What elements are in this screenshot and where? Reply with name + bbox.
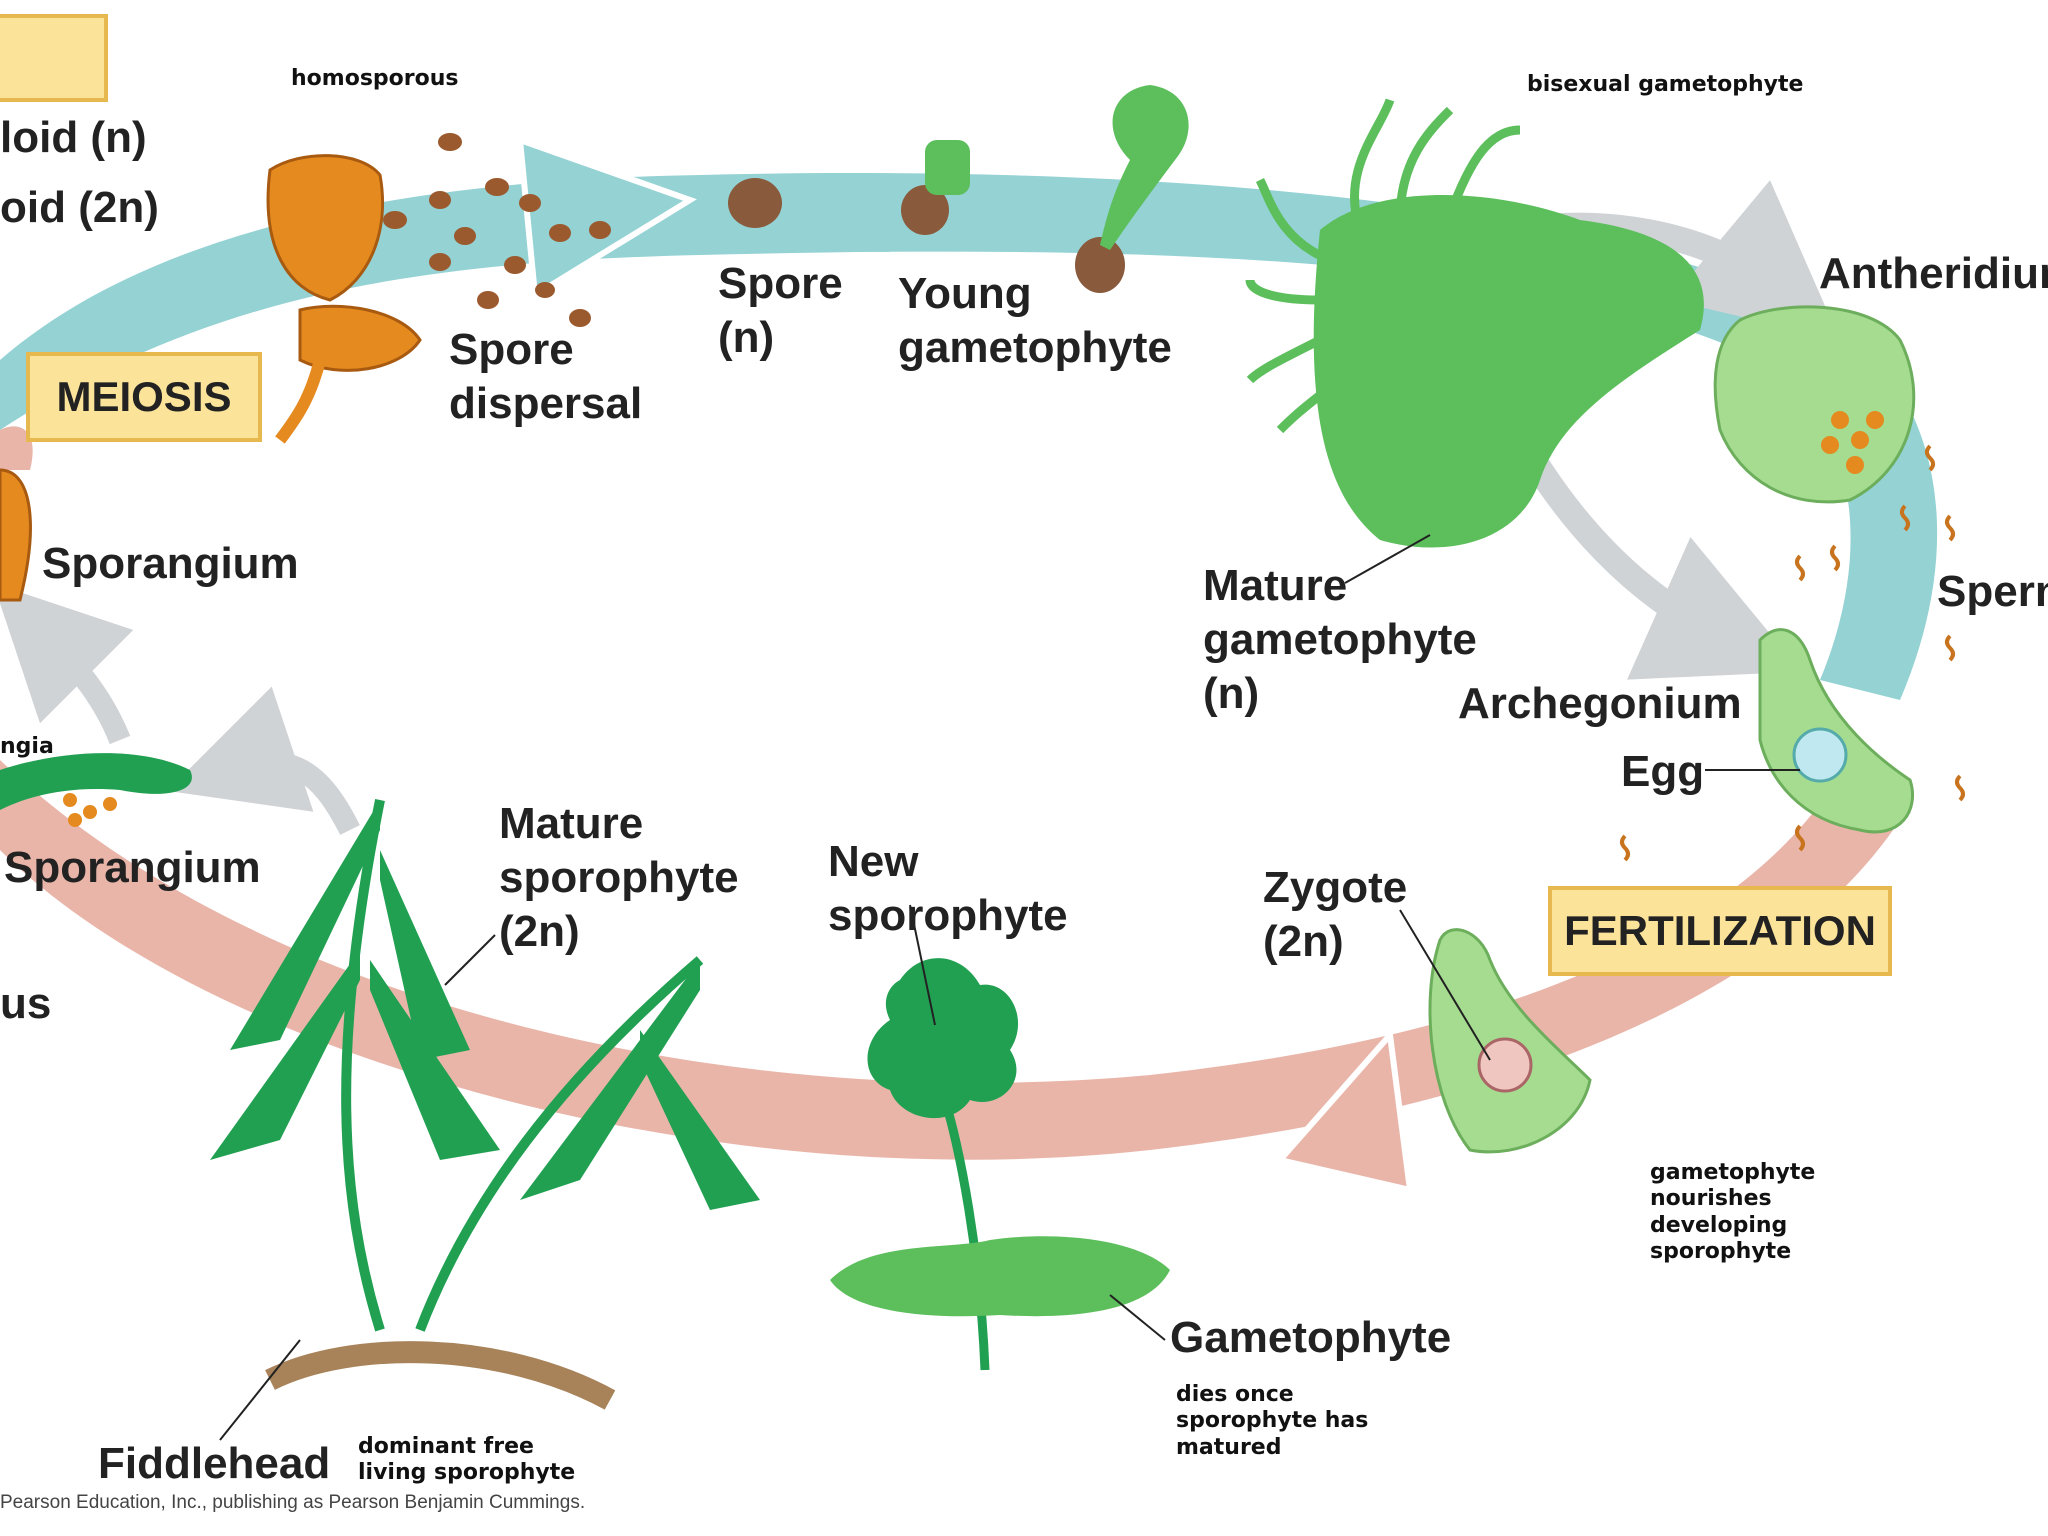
legend-haploid: loid (n)	[0, 112, 147, 165]
new-sporophyte-label-line2: sporophyte	[828, 890, 1068, 943]
bisexual-gametophyte-label: bisexual gametophyte	[1527, 72, 1803, 98]
mature-sporophyte-label-line1: Mature	[499, 798, 643, 851]
fertilization-box: FERTILIZATION	[1548, 886, 1892, 976]
fiddlehead-label: Fiddlehead	[98, 1438, 330, 1491]
sporangium-label-lower: Sporangium	[4, 842, 261, 895]
gametophyte-label: Gametophyte	[1170, 1312, 1451, 1365]
mature-sporophyte-label-line3: (2n)	[499, 906, 580, 959]
spore-dispersal-label-line1: Spore	[449, 324, 574, 377]
young-gametophyte-label-line2: gametophyte	[898, 322, 1172, 375]
zygote-label-line1: Zygote	[1263, 862, 1407, 915]
antheridium-illustration	[1715, 307, 1914, 502]
spore-dispersal-label-line2: dispersal	[449, 378, 642, 431]
meiosis-box: MEIOSIS	[26, 352, 262, 442]
legend-key-box	[0, 14, 108, 102]
antheridium-label: Antheridium	[1819, 248, 2048, 301]
arrow-frond-to-sorus	[230, 763, 350, 831]
new-sporophyte-illustration	[830, 958, 1170, 1370]
legend-diploid: oid (2n)	[0, 182, 159, 235]
haploid-arrowhead	[520, 140, 690, 295]
mature-gametophyte-label-line2: gametophyte	[1203, 614, 1477, 667]
young-gametophyte-label-line1: Young	[898, 268, 1032, 321]
sporangium-label-top: Sporangium	[42, 538, 299, 591]
spore-label-line2: (n)	[718, 312, 774, 365]
archegonium-label: Archegonium	[1458, 678, 1742, 731]
mature-gametophyte-illustration	[1250, 100, 1704, 548]
publisher-credit: Pearson Education, Inc., publishing as P…	[0, 1492, 585, 1514]
dominant-note: dominant free living sporophyte	[358, 1434, 588, 1487]
arrow-sorus-to-sporangium	[40, 630, 120, 740]
sperm-label: Sperm	[1937, 566, 2048, 619]
egg-label: Egg	[1621, 746, 1704, 799]
dies-note: dies once sporophyte has matured	[1176, 1382, 1426, 1461]
spore-label-line1: Spore	[718, 258, 843, 311]
homosporous-label: homosporous	[291, 66, 459, 92]
zygote-label-line2: (2n)	[1263, 916, 1344, 969]
sorus-partial-label: us	[0, 978, 51, 1031]
new-sporophyte-label-line1: New	[828, 836, 918, 889]
mature-gametophyte-label-line3: (n)	[1203, 668, 1259, 721]
sporangia-partial-label: ngia	[0, 734, 54, 760]
mature-sporophyte-label-line2: sporophyte	[499, 852, 739, 905]
mature-gametophyte-label-line1: Mature	[1203, 560, 1347, 613]
nourishes-note: gametophyte nourishes developing sporoph…	[1650, 1160, 1900, 1266]
spore-illustration	[728, 178, 782, 228]
